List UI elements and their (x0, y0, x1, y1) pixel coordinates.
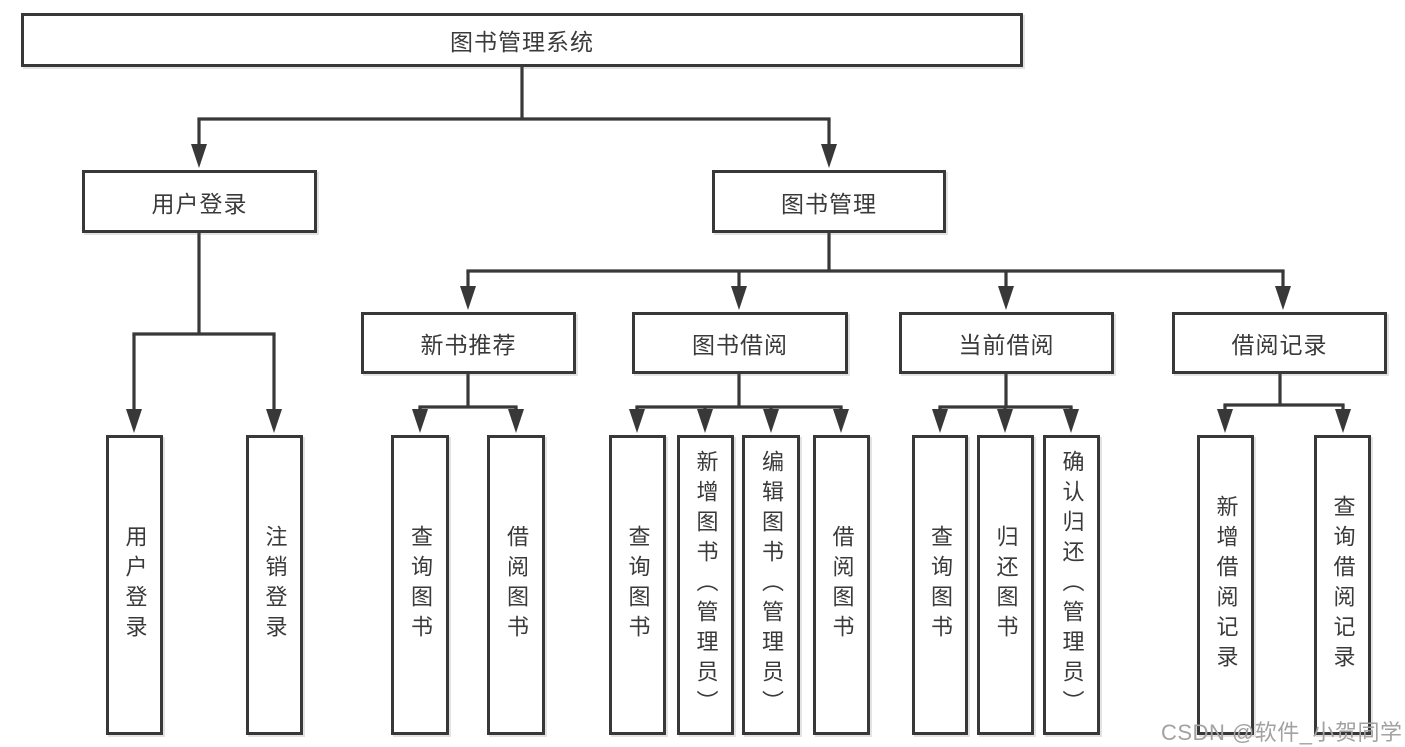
node-book-borrowing-label: 图书借阅 (692, 332, 788, 358)
arrowhead-icon (997, 409, 1013, 433)
arrowhead-icon (1217, 409, 1233, 433)
leaf-confirm-return-admin: 确认归还（管理员） (1043, 435, 1100, 735)
arrowhead-icon (731, 286, 747, 310)
arrowhead-icon (1335, 409, 1351, 433)
leaf-query-books-borrowing-label: 查询图书 (625, 525, 651, 645)
node-current-borrowing: 当前借阅 (899, 312, 1114, 374)
leaf-query-books-current-label: 查询图书 (928, 525, 953, 645)
leaf-edit-books-admin: 编辑图书（管理员） (742, 435, 800, 735)
arrowhead-icon (460, 286, 476, 310)
leaf-logout: 注销登录 (246, 435, 303, 735)
leaf-edit-books-admin-label: 编辑图书（管理员） (759, 450, 784, 720)
leaf-borrow-books-borrowing-label: 借阅图书 (829, 525, 855, 645)
arrowhead-icon (412, 409, 428, 433)
arrowhead-icon (1275, 286, 1291, 310)
leaf-query-borrow-record-label: 查询借阅记录 (1330, 495, 1356, 675)
leaf-query-borrow-record: 查询借阅记录 (1314, 435, 1371, 735)
leaf-add-borrow-record: 新增借阅记录 (1197, 435, 1254, 735)
node-current-borrowing-label: 当前借阅 (958, 332, 1055, 358)
leaf-return-books: 归还图书 (977, 435, 1034, 735)
arrowhead-icon (998, 286, 1014, 310)
leaf-return-books-label: 归还图书 (993, 525, 1019, 645)
leaf-borrow-books-recommend-label: 借阅图书 (504, 525, 529, 645)
leaf-confirm-return-admin-label: 确认归还（管理员） (1059, 450, 1085, 720)
node-new-book-recommend-label: 新书推荐 (420, 332, 517, 358)
arrowhead-icon (763, 409, 779, 433)
leaf-query-books-recommend-label: 查询图书 (408, 525, 433, 645)
leaf-query-books-borrowing: 查询图书 (609, 435, 666, 735)
node-book-management-label: 图书管理 (781, 190, 877, 217)
node-borrowing-records: 借阅记录 (1172, 312, 1387, 374)
leaf-add-borrow-record-label: 新增借阅记录 (1213, 495, 1239, 675)
arrowhead-icon (126, 409, 142, 433)
leaf-logout-label: 注销登录 (262, 525, 288, 645)
node-new-book-recommend: 新书推荐 (361, 312, 576, 374)
node-book-management: 图书管理 (712, 170, 946, 233)
leaf-borrow-books-recommend: 借阅图书 (487, 435, 545, 735)
arrowhead-icon (833, 409, 849, 433)
leaf-borrow-books-borrowing: 借阅图书 (813, 435, 870, 735)
leaf-user-login: 用户登录 (106, 435, 163, 735)
leaf-query-books-recommend: 查询图书 (391, 435, 449, 735)
arrowhead-icon (932, 409, 948, 433)
node-library-system: 图书管理系统 (21, 13, 1023, 67)
node-borrowing-records-label: 借阅记录 (1231, 332, 1328, 358)
arrowhead-icon (629, 409, 645, 433)
node-user-login: 用户登录 (82, 170, 317, 233)
arrowhead-icon (508, 409, 524, 433)
node-user-login-label: 用户登录 (151, 190, 248, 217)
node-library-system-label: 图书管理系统 (450, 29, 594, 55)
leaf-add-books-admin: 新增图书（管理员） (677, 435, 734, 735)
arrowhead-icon (1063, 409, 1079, 433)
leaf-query-books-current: 查询图书 (912, 435, 968, 735)
arrowhead-icon (821, 144, 837, 168)
leaf-user-login-label: 用户登录 (122, 525, 148, 645)
leaf-add-books-admin-label: 新增图书（管理员） (693, 450, 719, 720)
node-book-borrowing: 图书借阅 (632, 312, 848, 374)
arrowhead-icon (191, 144, 207, 168)
arrowhead-icon (266, 409, 282, 433)
arrowhead-icon (697, 409, 713, 433)
watermark: CSDN @软件_小贺同学 (1161, 720, 1403, 745)
